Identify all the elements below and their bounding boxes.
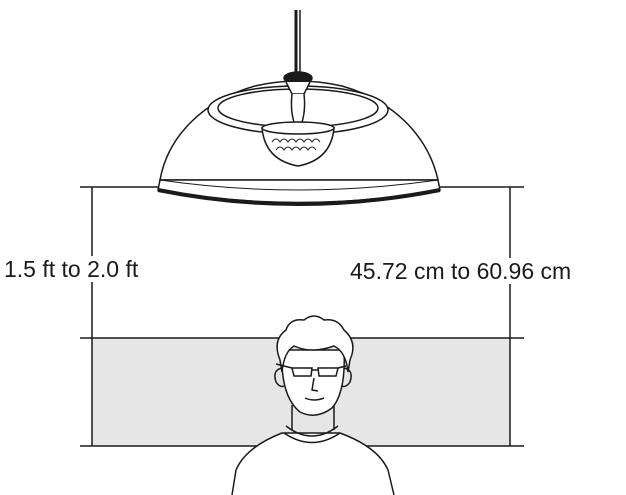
- imperial-range-label: 1.5 ft to 2.0 ft: [4, 256, 141, 282]
- pendant-speaker-icon: [157, 10, 441, 206]
- dimension-lines: [91, 187, 511, 446]
- person-icon: [231, 315, 395, 495]
- metric-range-label: 45.72 cm to 60.96 cm: [348, 258, 574, 284]
